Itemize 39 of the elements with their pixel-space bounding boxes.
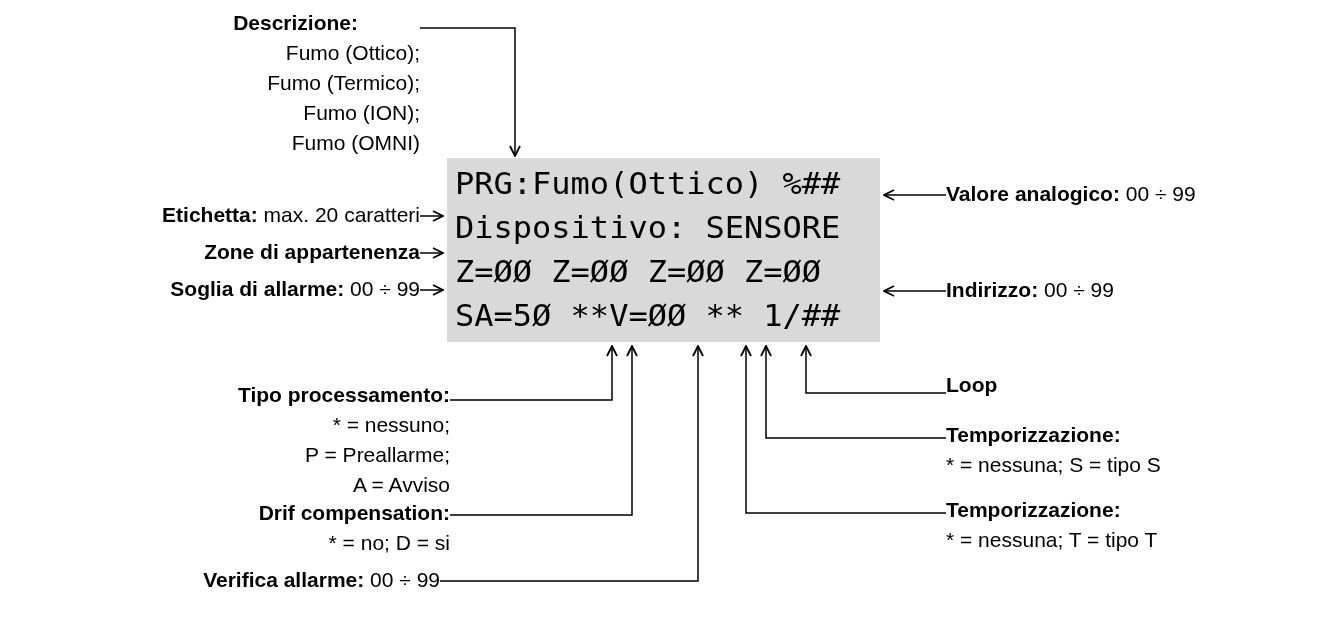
label-text: * = nessuno; — [332, 412, 450, 438]
leader-arrow — [740, 345, 947, 514]
label-heading: Temporizzazione: — [946, 497, 1121, 523]
callout-label: Loop — [946, 372, 998, 398]
display-line: PRG:Fumo(Ottico) %## — [455, 164, 841, 205]
label-heading: Temporizzazione: — [946, 422, 1121, 448]
label-heading: Drif compensation: — [258, 500, 450, 526]
label-text: Fumo (Ottico); — [285, 40, 420, 66]
label-text: P = Preallarme; — [305, 442, 450, 468]
leader-arrow — [419, 27, 521, 157]
label-heading: Descrizione: — [233, 10, 358, 36]
leader-arrow — [419, 284, 444, 296]
callout-label: Etichetta: max. 20 caratteri — [162, 202, 420, 228]
label-text: Fumo (ION); — [303, 100, 420, 126]
callout-label: Soglia di allarme: 00 ÷ 99 — [170, 276, 420, 302]
leader-arrow — [800, 345, 947, 394]
callout-label: Zone di appartenenza — [204, 239, 420, 265]
callout-label: Verifica allarme: 00 ÷ 99 — [203, 567, 440, 593]
lcd-display — [447, 158, 880, 342]
label-text: Fumo (Termico); — [267, 70, 420, 96]
leader-arrow — [449, 345, 638, 516]
label-text: A = Avviso — [352, 472, 450, 498]
leader-arrow — [449, 345, 618, 401]
display-line: Z=ØØ Z=ØØ Z=ØØ Z=ØØ — [455, 252, 822, 293]
display-line: SA=5Ø **V=ØØ ** 1/## — [455, 296, 841, 337]
callout-label: Indirizzo: 00 ÷ 99 — [946, 277, 1114, 303]
leader-arrow — [760, 345, 947, 439]
label-text: * = nessuna; T = tipo T — [946, 527, 1158, 553]
display-line: Dispositivo: SENSORE — [455, 208, 841, 249]
label-text: * = no; D = si — [328, 530, 450, 556]
label-heading: Tipo processamento: — [238, 382, 450, 408]
leader-arrow — [883, 285, 947, 297]
label-text: Fumo (OMNI) — [291, 130, 420, 156]
label-text: * = nessuna; S = tipo S — [946, 452, 1161, 478]
leader-arrow — [419, 210, 444, 222]
leader-arrow — [439, 345, 704, 582]
leader-arrow — [419, 247, 444, 259]
callout-label: Valore analogico: 00 ÷ 99 — [946, 181, 1196, 207]
leader-arrow — [883, 189, 947, 201]
